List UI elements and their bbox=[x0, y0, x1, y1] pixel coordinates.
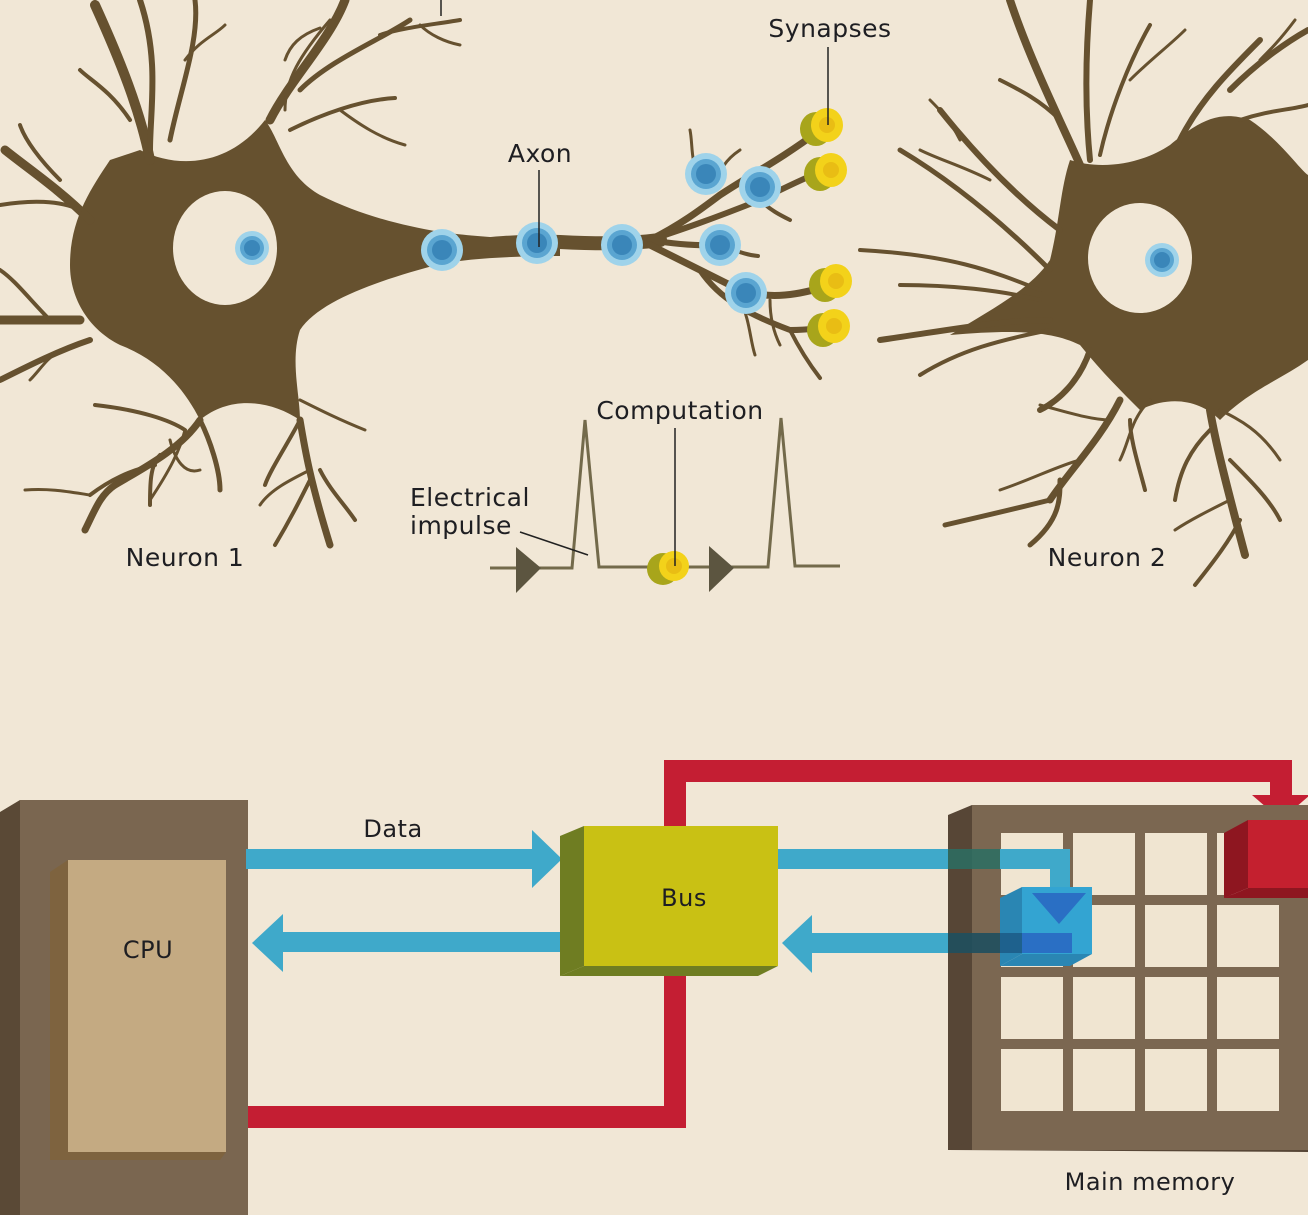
neuron-2-nucleus bbox=[1088, 203, 1192, 313]
memory-cell-blue bbox=[1000, 887, 1092, 966]
impulse-waveform bbox=[490, 417, 840, 593]
memory-cell bbox=[1073, 1049, 1135, 1111]
neuron-1 bbox=[0, 0, 560, 549]
synapse bbox=[809, 264, 852, 302]
data-label: Data bbox=[363, 815, 422, 843]
memory-cell bbox=[1073, 977, 1135, 1039]
neuron-1-soma bbox=[70, 120, 560, 420]
memory-cell bbox=[1001, 1049, 1063, 1111]
cpu-label: CPU bbox=[123, 936, 173, 964]
synapses bbox=[800, 108, 852, 347]
axon-label: Axon bbox=[508, 139, 572, 168]
memory-cell bbox=[1145, 905, 1207, 967]
address-line bbox=[246, 760, 1308, 1128]
data-arrow-to-cpu-shaft bbox=[280, 932, 562, 952]
main-memory-label: Main memory bbox=[1065, 1168, 1236, 1196]
computation-label: Computation bbox=[596, 396, 763, 425]
neuron-1-label: Neuron 1 bbox=[126, 543, 245, 572]
terminal-node bbox=[725, 272, 767, 314]
neuron-2-label: Neuron 2 bbox=[1048, 543, 1167, 572]
nucleus-node-2 bbox=[1145, 243, 1179, 277]
data-arrow-to-bus-shaft bbox=[246, 849, 536, 869]
synapse bbox=[807, 309, 850, 347]
nucleus-node-1 bbox=[235, 231, 269, 265]
memory-cell bbox=[1073, 833, 1135, 895]
synapse bbox=[804, 153, 847, 191]
synapse bbox=[800, 108, 843, 146]
computation-synapse bbox=[647, 551, 689, 585]
neuron-2-dendrites bbox=[858, 0, 1308, 587]
axon-node bbox=[421, 229, 463, 271]
memory-cell bbox=[1217, 1049, 1279, 1111]
data-arrow-from-memory-head bbox=[782, 915, 812, 973]
terminal-node bbox=[699, 224, 741, 266]
terminal-node bbox=[739, 166, 781, 208]
arrow-overlay bbox=[948, 849, 1070, 953]
memory-cell bbox=[1217, 977, 1279, 1039]
neuron-1-dendrites bbox=[0, 0, 462, 549]
signal-nodes bbox=[235, 153, 1179, 314]
bus-label: Bus bbox=[661, 884, 707, 912]
memory-cell-red bbox=[1224, 820, 1308, 898]
cpu-block bbox=[0, 800, 248, 1215]
memory-cell bbox=[1145, 977, 1207, 1039]
memory-cell bbox=[1217, 905, 1279, 967]
electrical-impulse-leader-line bbox=[519, 531, 589, 556]
electrical-impulse-label-line1: Electrical bbox=[410, 483, 530, 512]
neuron-2 bbox=[858, 0, 1308, 587]
memory-cell bbox=[1145, 1049, 1207, 1111]
synapses-label: Synapses bbox=[768, 14, 891, 43]
terminal-node bbox=[685, 153, 727, 195]
write-arrow-head bbox=[1032, 893, 1086, 924]
electrical-impulse-label-line2: impulse bbox=[410, 511, 512, 540]
data-arrow-to-cpu-head bbox=[252, 914, 283, 972]
data-arrows bbox=[246, 830, 562, 972]
memory-cell bbox=[1001, 977, 1063, 1039]
data-arrow-to-bus-head bbox=[532, 830, 562, 888]
bus-block bbox=[560, 826, 778, 976]
axon-node bbox=[601, 224, 643, 266]
impulse-arrow-2 bbox=[709, 546, 734, 592]
memory-cell bbox=[1145, 833, 1207, 895]
axon-node bbox=[516, 222, 558, 264]
impulse-arrow-1 bbox=[516, 547, 541, 593]
neuron-1-nucleus bbox=[173, 191, 277, 305]
